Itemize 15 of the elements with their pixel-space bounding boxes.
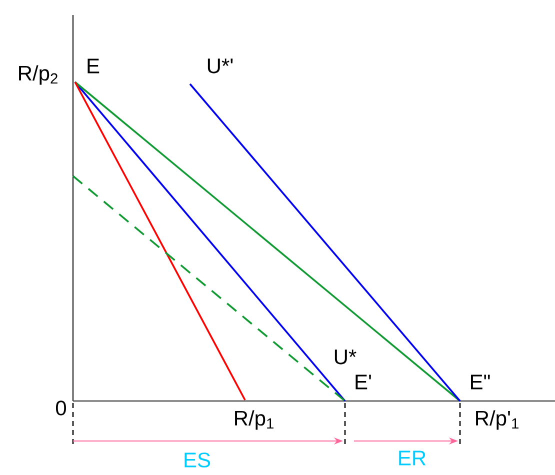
axis-label: R/p$_{2}$: [19, 65, 58, 85]
line: [189, 83, 461, 402]
axis-label: U*: [334, 350, 356, 364]
point-label: E: [88, 58, 100, 74]
point-label: E": [471, 374, 490, 390]
point-label: R/p$_{1}$: [235, 410, 274, 430]
edge-label: ES: [182, 452, 212, 468]
axis-label: R/p'$_{1}$: [476, 410, 518, 430]
point-label: U*': [208, 58, 233, 74]
line: [72, 175, 346, 402]
line: [74, 81, 461, 402]
point-label: 0: [56, 400, 66, 416]
edge-label: ER: [396, 450, 428, 466]
line: [74, 82, 246, 400]
point-label: E': [356, 374, 371, 390]
